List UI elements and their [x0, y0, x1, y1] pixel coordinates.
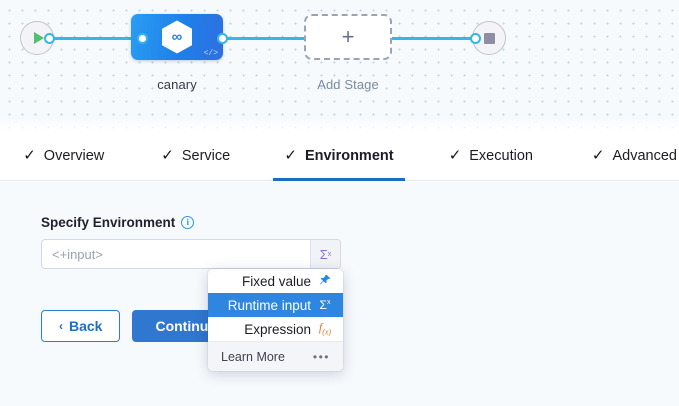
- continue-button-label: Continue: [155, 318, 217, 334]
- add-stage-node[interactable]: +: [304, 14, 392, 60]
- check-icon: ✓: [23, 147, 36, 164]
- back-button-label: Back: [69, 318, 103, 334]
- tab-environment[interactable]: ✓ Environment: [273, 131, 405, 181]
- check-icon: ✓: [591, 147, 605, 164]
- plus-icon: +: [341, 24, 355, 49]
- tab-label: Advanced: [612, 147, 678, 164]
- specify-environment-label: Specify Environment i: [41, 215, 195, 230]
- fx-icon: f(x): [318, 320, 332, 337]
- connector-port[interactable]: [470, 33, 481, 44]
- menu-item-fixed-value[interactable]: Fixed value: [208, 269, 343, 293]
- menu-item-runtime-input[interactable]: Runtime input Σx: [208, 293, 343, 317]
- learn-more-row[interactable]: Learn More •••: [208, 341, 343, 371]
- sigma-icon: Σ: [319, 246, 328, 262]
- field-label-text: Specify Environment: [41, 215, 176, 230]
- sigma-superscript: x: [327, 250, 332, 258]
- connector-port[interactable]: [137, 33, 148, 44]
- connector-line: [48, 37, 144, 40]
- more-options-icon[interactable]: •••: [312, 349, 330, 364]
- menu-item-label: Expression: [244, 321, 311, 337]
- menu-item-label: Fixed value: [241, 273, 311, 289]
- infinity-glyph: ∞: [171, 28, 183, 46]
- info-icon[interactable]: i: [181, 216, 195, 229]
- learn-more-label: Learn More: [221, 349, 285, 364]
- check-icon: ✓: [161, 147, 174, 164]
- pipeline-canvas[interactable]: ∞ </> + canary Add Stage: [0, 0, 679, 131]
- environment-input[interactable]: [42, 240, 310, 268]
- add-stage-label: Add Stage: [317, 77, 379, 92]
- environment-input-group: Σx: [41, 239, 341, 269]
- back-button[interactable]: ‹ Back: [41, 310, 121, 342]
- stop-icon: [483, 32, 495, 44]
- input-type-dropdown-menu: Fixed value Runtime input Σx Expression …: [208, 269, 343, 371]
- tab-label: Service: [181, 147, 231, 164]
- tab-label: Execution: [469, 147, 533, 164]
- connector-line: [222, 37, 308, 40]
- chevron-left-icon: ‹: [59, 319, 63, 333]
- stage-label-canary: canary: [157, 77, 197, 92]
- tab-overview[interactable]: ✓ Overview: [21, 131, 106, 181]
- check-icon: ✓: [284, 147, 297, 164]
- menu-item-label: Runtime input: [227, 297, 311, 313]
- tab-label: Environment: [304, 147, 394, 164]
- check-icon: ✓: [448, 147, 462, 164]
- menu-item-expression[interactable]: Expression f(x): [208, 317, 343, 341]
- harness-hexagon-icon: ∞: [162, 20, 192, 54]
- connector-port[interactable]: [217, 33, 228, 44]
- connector-line: [390, 37, 482, 40]
- sigma-icon: Σx: [319, 298, 331, 312]
- code-icon: </>: [203, 49, 218, 58]
- connector-port[interactable]: [44, 33, 55, 44]
- stage-config-tabs: ✓ Overview ✓ Service ✓ Environment ✓ Exe…: [0, 131, 679, 181]
- play-icon: [33, 32, 44, 44]
- tab-advanced[interactable]: ✓ Advanced: [590, 131, 679, 181]
- tab-service[interactable]: ✓ Service: [159, 131, 232, 181]
- form-actions: ‹ Back Continue: [41, 310, 240, 342]
- tab-label: Overview: [43, 147, 105, 164]
- pin-icon: [318, 274, 332, 288]
- tab-execution[interactable]: ✓ Execution: [447, 131, 535, 181]
